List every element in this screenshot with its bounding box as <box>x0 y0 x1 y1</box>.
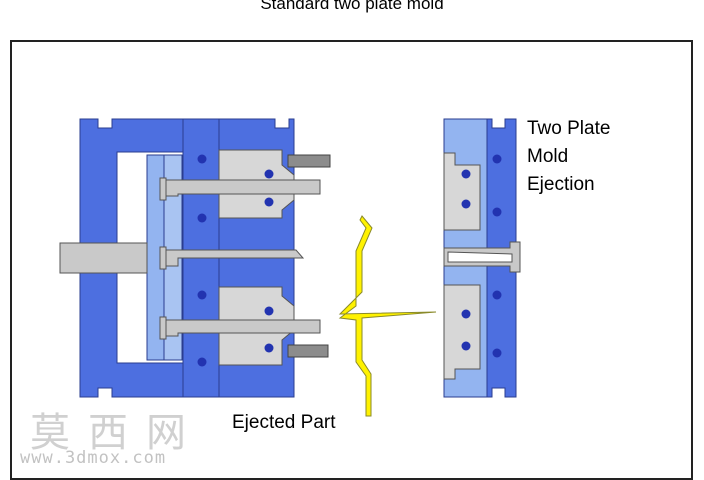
ejector-pin-top <box>163 179 321 197</box>
cooling-channels-right <box>461 154 502 358</box>
guide-pin-bottom <box>287 344 329 358</box>
ejector-pin-middle-head <box>159 246 167 270</box>
ejected-part <box>338 215 437 417</box>
mold-diagram <box>59 118 521 417</box>
cavity-insert-bottom <box>443 284 481 380</box>
cooling-channels-left <box>197 154 274 367</box>
sprue-channel <box>447 251 513 263</box>
page-title: Standard two plate mold <box>260 0 444 13</box>
guide-pin-top <box>287 154 331 168</box>
ejector-pin-bottom-head <box>159 316 167 340</box>
cavity-insert-top <box>443 152 481 231</box>
ejected-part-label: Ejected Part <box>232 412 336 433</box>
side-label-line2: Mold <box>527 146 569 167</box>
ejector-rod <box>59 242 148 274</box>
ejector-pin-top-head <box>159 177 167 201</box>
side-label: Two Plate Mold Ejection <box>527 115 610 199</box>
watermark-url: www.3dmox.com <box>20 448 167 468</box>
ejector-housing <box>79 118 184 398</box>
side-label-line3: Ejection <box>527 174 595 195</box>
side-label-line1: Two Plate <box>527 118 611 139</box>
watermark-text: 莫西网 <box>30 410 204 456</box>
